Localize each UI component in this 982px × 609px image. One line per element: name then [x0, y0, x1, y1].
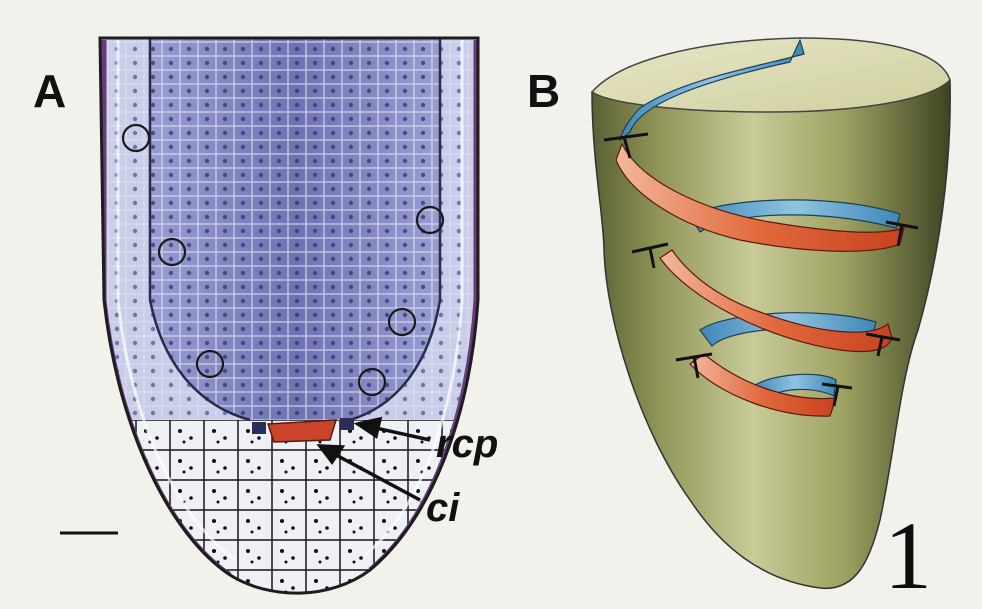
ci-label: ci — [426, 488, 459, 528]
cone-top — [592, 38, 950, 112]
figure-number: 1 — [884, 508, 932, 604]
panel-label-b: B — [527, 68, 560, 114]
initial-cells-highlight — [268, 420, 336, 442]
rcp-label: rcp — [436, 424, 498, 464]
panel-label-a: A — [33, 68, 66, 114]
